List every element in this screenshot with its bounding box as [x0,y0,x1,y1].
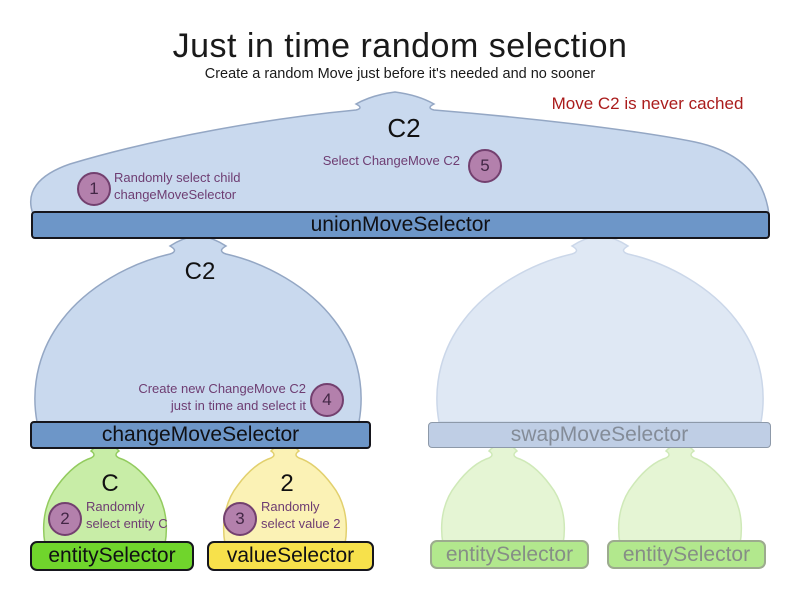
page-title: Just in time random selection [172,27,628,65]
entity-to-swap-funnel-right-shape [617,442,743,545]
swap-to-union-funnel-shape [436,234,764,423]
step-1-line1: Randomly select child [114,170,241,185]
entity-selector-faded-left-bar: entitySelector [430,540,589,569]
step-1-badge: 1 [77,172,111,206]
swap-move-selector-bar: swapMoveSelector [428,422,771,448]
step-3-line2: select value 2 [261,516,341,532]
entity-to-swap-funnel-left-shape [440,442,566,545]
change-output-label: C2 [184,258,216,285]
step-2-line2: select entity C [86,516,168,532]
change-move-selector-bar: changeMoveSelector [30,421,371,449]
never-cached-note: Move C2 is never cached [551,94,744,113]
step-1-annotation: Randomly select child changeMoveSelector [114,169,284,204]
step-2-annotation: Randomly select entity C [86,498,198,533]
step-3-line1: Randomly [261,499,320,514]
value-output-label: 2 [280,470,294,497]
step-4-badge: 4 [310,383,344,417]
value-selector-bar: valueSelector [207,541,374,571]
entity-selector-bar: entitySelector [30,541,194,571]
step-5-line1: Select ChangeMove C2 [322,153,460,168]
entity-selector-faded-right-bar: entitySelector [607,540,766,569]
step-2-line1: Randomly [86,499,145,514]
step-3-badge: 3 [223,502,257,536]
step-4-line1: Create new ChangeMove C2 [138,381,306,396]
union-move-selector-bar: unionMoveSelector [31,211,770,239]
union-output-funnel-shape [30,91,770,215]
step-5-badge: 5 [468,149,502,183]
page-subtitle: Create a random Move just before it's ne… [204,66,596,82]
step-3-annotation: Randomly select value 2 [261,498,373,533]
step-2-badge: 2 [48,502,82,536]
step-4-line2: just in time and select it [170,398,306,414]
step-4-annotation: Create new ChangeMove C2 just in time an… [108,380,306,415]
entity-output-label: C [101,470,119,497]
step-1-line2: changeMoveSelector [114,187,237,203]
union-output-label: C2 [387,113,421,143]
step-5-annotation: Select ChangeMove C2 [300,152,460,169]
